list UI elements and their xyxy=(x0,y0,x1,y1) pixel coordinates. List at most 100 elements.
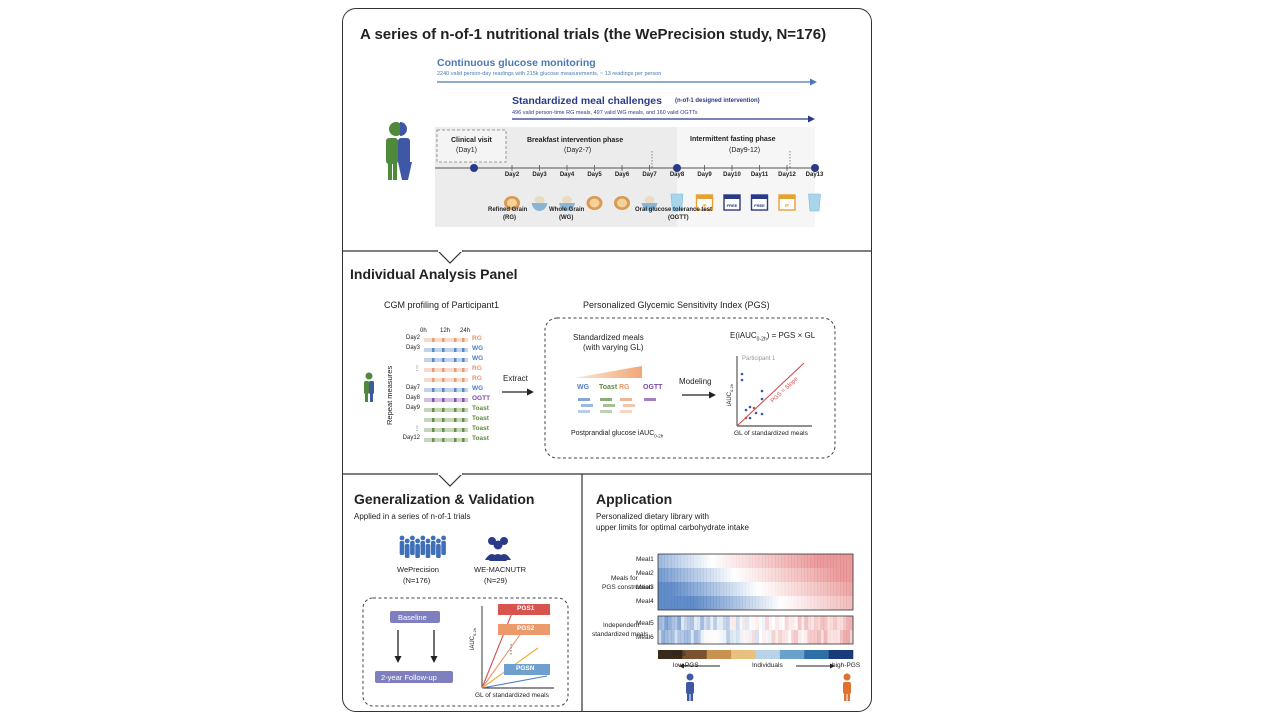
pgs-strip-cell xyxy=(658,650,683,659)
extract-label: Extract xyxy=(503,374,528,383)
day-label: Day2 xyxy=(504,172,520,178)
meal-bar-group xyxy=(600,398,615,413)
day-label: Day8 xyxy=(669,172,685,178)
row-meal-label: Toast xyxy=(472,405,489,412)
day13-marker xyxy=(811,164,819,172)
ogtt-label: Oral glucose tolerance test xyxy=(635,207,713,213)
fasting-days-label: (Day9-12) xyxy=(729,147,761,154)
hour-label: 0h xyxy=(420,328,427,334)
cgm-row xyxy=(424,398,468,402)
cgm-row xyxy=(424,378,468,382)
low-pgs-person-icon xyxy=(686,673,694,701)
row-meal-label: Toast xyxy=(472,425,489,432)
baseline-label: Baseline xyxy=(398,613,427,622)
pgs2-box xyxy=(498,624,550,635)
hour-label: 12h xyxy=(440,328,451,334)
cgm-row xyxy=(424,338,468,342)
meal-icon xyxy=(559,196,575,211)
pgsn-box xyxy=(504,664,550,675)
pgs-strip-cell xyxy=(755,650,781,659)
group2-line1: Independent xyxy=(603,622,640,629)
person-icon xyxy=(386,122,412,180)
day-label: Day9 xyxy=(697,172,712,178)
group-icon xyxy=(485,537,511,561)
scatter-xaxis-label: GL of standardized meals xyxy=(734,430,808,437)
pgs-strip-cell xyxy=(779,650,805,659)
day1-marker xyxy=(470,164,478,172)
wg-abbr: (WG) xyxy=(559,215,574,221)
lines-xaxis-label: GL of standardized meals xyxy=(475,692,549,699)
pgs1-box xyxy=(498,604,550,615)
individuals-arrow xyxy=(679,663,835,669)
pgs-strip-cell xyxy=(828,650,854,659)
row-meal-label: Toast xyxy=(472,435,489,442)
smc-title: Standardized meal challenges xyxy=(512,95,662,107)
day-label: Day12 xyxy=(778,172,796,178)
meal-row-label: Meal1 xyxy=(636,556,654,563)
row-meal-label: WG xyxy=(472,385,484,392)
modeling-label: Modeling xyxy=(679,377,712,386)
pgs-strip-cell xyxy=(706,650,732,659)
pgs2-label: PGS2 xyxy=(517,625,535,632)
cgm-row xyxy=(424,368,468,372)
meal-icon xyxy=(586,196,603,210)
pgs-title: Personalized Glycemic Sensitivity Index … xyxy=(583,300,770,310)
cohort2-n: (N=29) xyxy=(484,576,508,585)
meal-row-label: Meal2 xyxy=(636,570,654,577)
smc-subtitle: 496 valid person-time RG meals, 497 vali… xyxy=(512,110,698,116)
participant-icon xyxy=(364,372,374,402)
high-pgs-label: high-PGS xyxy=(832,662,861,669)
meal-bar-group xyxy=(644,398,656,401)
row-meal-label: RG xyxy=(472,335,482,342)
meal-icon xyxy=(531,196,548,211)
cohort2-name: WE-MACNUTR xyxy=(474,565,527,574)
day-label: Day3 xyxy=(532,172,547,178)
panel4-subtitle-2: upper limits for optimal carbohydrate in… xyxy=(596,523,749,532)
svg-text:FREE: FREE xyxy=(727,203,738,208)
svg-text:IF: IF xyxy=(785,203,789,208)
followup-label: 2-year Follow-up xyxy=(381,673,437,682)
rg-label: Refined Grain xyxy=(488,207,528,213)
row-meal-label: WG xyxy=(472,355,484,362)
cohort1-name: WePrecision xyxy=(397,565,439,574)
meal-type-label: OGTT xyxy=(643,384,663,391)
cgm-subtitle: 2240 valid person-day readings with 215k… xyxy=(437,71,662,77)
pgs1-label: PGS1 xyxy=(517,605,535,612)
smc-tag: (n-of-1 designed intervention) xyxy=(675,98,760,104)
pgs-strip-cell xyxy=(804,650,829,659)
meal-row-label: Meal5 xyxy=(636,620,654,627)
meal-icon: FREE xyxy=(750,194,769,211)
panel3-subtitle: Applied in a series of n-of-1 trials xyxy=(354,512,471,521)
meal-icon xyxy=(641,196,658,211)
figure-frame xyxy=(342,8,872,712)
day-label: Day4 xyxy=(559,172,575,178)
row-day-label: ⋮ xyxy=(414,426,420,432)
meal-icon: FREE xyxy=(723,194,741,211)
row-day-label: Day7 xyxy=(405,385,420,391)
meal-type-label: RG xyxy=(619,384,630,391)
panel4-title: Application xyxy=(596,491,673,507)
high-pgs-person-icon xyxy=(843,673,851,701)
cgm-row xyxy=(424,388,468,392)
row-meal-label: Toast xyxy=(472,415,489,422)
row-meal-label: OGTT xyxy=(472,395,491,402)
breakfast-phase-label: Breakfast intervention phase xyxy=(527,137,624,144)
pgs-strip-label: PGS xyxy=(672,651,686,658)
meal-type-label: WG xyxy=(577,384,590,391)
row-day-label: Day3 xyxy=(405,345,420,351)
scatter-yaxis-label: iAUC0-2h xyxy=(727,383,735,406)
meal-row-label: Meal6 xyxy=(636,634,654,641)
baseline-box xyxy=(390,611,440,623)
pgs-scatter-plot xyxy=(736,356,812,427)
cgm-title: Continuous glucose monitoring xyxy=(437,57,596,69)
row-meal-label: RG xyxy=(472,375,482,382)
panel4-subtitle-1: Personalized dietary library with xyxy=(596,512,709,521)
hour-label: 24h xyxy=(460,328,471,334)
meal-row-label: Meal4 xyxy=(636,598,654,605)
meal-icon xyxy=(504,196,520,210)
pgs-lines-plot xyxy=(481,604,554,689)
meal-icon: IF xyxy=(695,194,714,211)
group1-line2: PGS construction xyxy=(602,584,653,591)
day8-marker xyxy=(673,164,681,172)
cohort1-n: (N=176) xyxy=(403,576,431,585)
